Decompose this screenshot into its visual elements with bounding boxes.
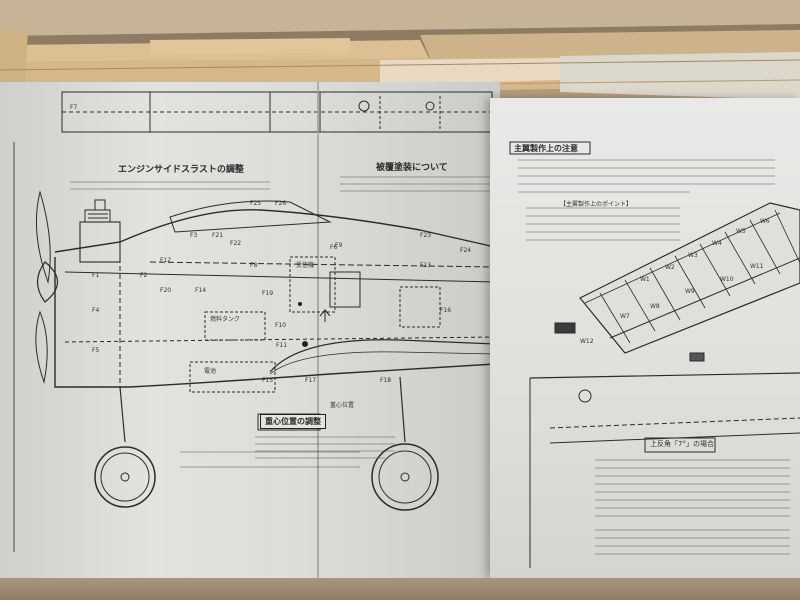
background-box-and-balsa — [0, 0, 800, 130]
part-label: F9 — [335, 242, 343, 249]
part-label: F1 — [92, 272, 100, 279]
main-wing-points-heading: 【主翼製作上のポイント】 — [560, 201, 633, 208]
part-label: W8 — [650, 303, 660, 310]
cg-mark-label: 重心位置 — [330, 402, 355, 409]
part-label: F4 — [92, 307, 100, 314]
part-label: F15 — [262, 377, 274, 384]
part-label: F2 — [140, 272, 148, 279]
part-label: F25 — [250, 200, 262, 207]
part-label: W10 — [720, 276, 734, 283]
wing-drawing — [509, 141, 800, 568]
part-label: F14 — [195, 287, 207, 294]
part-label: F22 — [230, 240, 242, 247]
part-label: F23 — [420, 232, 432, 239]
engine-side-thrust-heading: エンジンサイドスラストの調整 — [118, 165, 244, 175]
table-surface-bottom — [0, 578, 800, 600]
part-label: F8 — [250, 262, 258, 269]
main-wing-notes-sheet: 主翼製作上の注意 【主翼製作上のポイント】 上反角「7°」の場合 W1 W2 W… — [490, 98, 800, 578]
receiver-label: 受信機 — [296, 262, 315, 269]
part-label: F26 — [275, 200, 287, 207]
main-wing-note-heading: 主翼製作上の注意 — [514, 144, 578, 153]
cg-adjust-label: 重心位置の調整 — [260, 414, 326, 429]
part-label: W5 — [736, 228, 746, 235]
part-label: W11 — [750, 263, 764, 270]
fuselage-drawing — [13, 82, 496, 582]
part-label: W7 — [620, 313, 630, 320]
covering-paint-heading: 被覆塗装について — [376, 163, 448, 173]
part-label: F20 — [160, 287, 172, 294]
part-label: F11 — [276, 342, 288, 349]
part-label: F21 — [212, 232, 224, 239]
part-label: F18 — [380, 377, 392, 384]
part-label: W1 — [640, 276, 650, 283]
part-label: W9 — [685, 288, 695, 295]
part-label: W2 — [665, 264, 675, 271]
part-label: W12 — [580, 338, 594, 345]
dihedral-label: 上反角「7°」の場合 — [650, 440, 714, 448]
part-label: F12 — [160, 257, 172, 264]
part-label: W3 — [688, 252, 698, 259]
part-label: F6 — [330, 244, 338, 251]
part-label: F5 — [92, 347, 100, 354]
part-label: F24 — [460, 247, 472, 254]
battery-label: 電池 — [204, 368, 217, 375]
fuel-tank-label: 燃料タンク — [210, 316, 241, 323]
part-label: F3 — [190, 232, 198, 239]
part-label: F13 — [420, 262, 432, 269]
part-label: F7 — [70, 104, 78, 111]
part-label: F17 — [305, 377, 317, 384]
part-label: W6 — [760, 218, 770, 225]
fuselage-plan-sheet: エンジンサイドスラストの調整 被覆塗装について 受信機 燃料タンク 電池 重心位… — [0, 82, 500, 582]
part-label: F10 — [275, 322, 287, 329]
part-label: F19 — [262, 290, 274, 297]
part-label: W4 — [712, 240, 722, 247]
part-label: F16 — [440, 307, 452, 314]
